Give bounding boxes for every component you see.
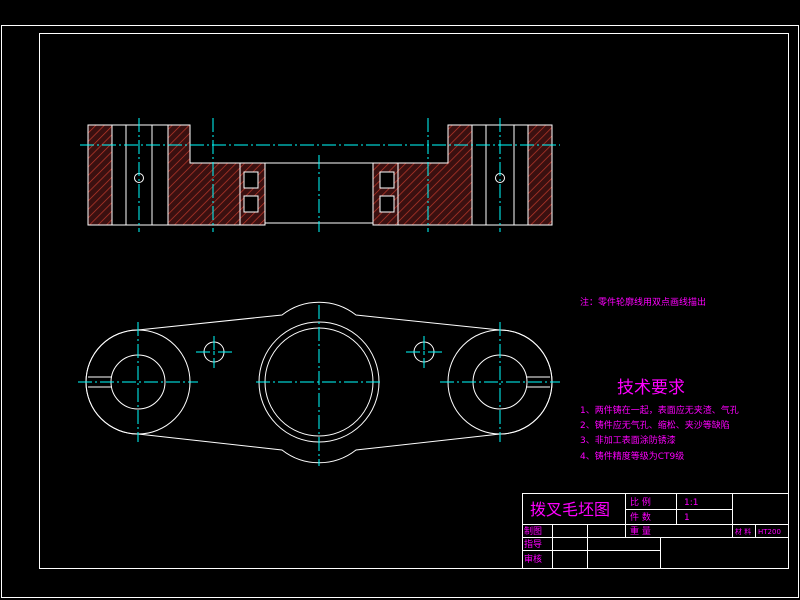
guided-by-label: 指导 — [524, 538, 542, 550]
plan-view — [78, 301, 560, 466]
drawing-frame — [39, 33, 789, 569]
count-value: 1 — [684, 513, 690, 523]
count-label: 件 数 — [630, 511, 651, 523]
material-label: 材 料 — [735, 527, 751, 536]
tech-req-item: 2、铸件应无气孔、缩松、夹沙等缺陷 — [580, 419, 730, 431]
section-right-body — [397, 124, 473, 226]
title-block — [522, 493, 789, 569]
outer-border — [1, 25, 799, 598]
tech-req-item: 3、非加工表面涂防锈漆 — [580, 434, 676, 446]
scale-value: 1:1 — [684, 498, 698, 508]
section-left-flange — [87, 124, 113, 226]
reviewed-by-label: 审核 — [524, 553, 542, 565]
tech-req-item: 1、两件铸在一起，表面应无夹渣、气孔 — [580, 404, 739, 416]
material-value: HT200 — [758, 528, 781, 536]
tech-req-title: 技术要求 — [617, 378, 685, 398]
outline-note: 注：零件轮廓线用双点画线描出 — [580, 296, 706, 308]
scale-label: 比 例 — [630, 496, 651, 508]
drawing-name: 拨叉毛坯图 — [530, 500, 610, 519]
technical-requirements: 技术要求 1、两件铸在一起，表面应无夹渣、气孔 2、铸件应无气孔、缩松、夹沙等缺… — [580, 378, 739, 462]
section-left-bore — [111, 124, 169, 226]
tech-req-item: 4、铸件精度等级为CT9级 — [580, 450, 684, 462]
drawn-by-label: 制图 — [524, 525, 542, 537]
section-view — [80, 118, 560, 232]
section-right-flange — [527, 124, 553, 226]
section-left-body — [167, 124, 241, 226]
weight-label: 重 量 — [630, 525, 651, 537]
